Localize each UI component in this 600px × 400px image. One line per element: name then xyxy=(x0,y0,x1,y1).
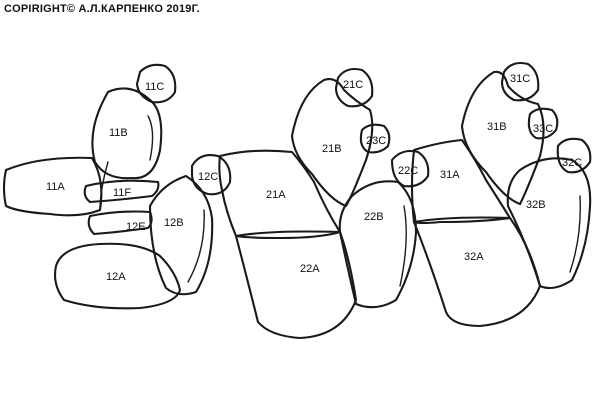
headrest-31c xyxy=(500,61,540,102)
label-33c: 33C xyxy=(533,123,553,135)
label-11f: 11F xyxy=(113,187,131,199)
label-21a: 21A xyxy=(266,189,286,201)
backrest-21b xyxy=(290,78,374,208)
copyright-notice: COPIRIGHT© А.Л.КАРПЕНКО 2019Г. xyxy=(4,3,200,15)
label-22b: 22B xyxy=(364,211,384,223)
cushion-21a xyxy=(218,149,342,240)
headrest-33c xyxy=(527,107,559,140)
label-22a: 22A xyxy=(300,263,320,275)
headrest-23c xyxy=(359,123,391,154)
backrest-32b xyxy=(506,157,592,290)
cushion-12a xyxy=(53,242,182,310)
headrest-32c xyxy=(556,137,592,174)
label-31c: 31C xyxy=(510,73,530,85)
label-31b: 31B xyxy=(487,121,507,133)
backrest-31b xyxy=(460,70,545,206)
label-32a: 32A xyxy=(464,251,484,263)
cushion-22a xyxy=(234,230,358,340)
label-21c: 21C xyxy=(343,79,363,91)
backrest-22b xyxy=(338,180,418,309)
headrest-21c xyxy=(334,67,374,108)
label-23c: 23C xyxy=(366,135,386,147)
label-22c: 22C xyxy=(398,165,418,177)
label-12e: 12E xyxy=(126,221,146,233)
label-31a: 31A xyxy=(440,169,460,181)
headrest-11c xyxy=(135,63,177,104)
headrest-12c xyxy=(190,154,232,196)
cushion-31a xyxy=(410,138,512,225)
backrest-12b xyxy=(148,174,214,296)
label-21b: 21B xyxy=(322,143,342,155)
label-11b: 11B xyxy=(109,127,128,139)
strap-11f xyxy=(83,179,160,204)
back-panel-11 xyxy=(2,156,103,217)
strap-12e xyxy=(87,210,153,236)
label-11a: 11A xyxy=(46,181,65,193)
label-12b: 12B xyxy=(164,217,184,229)
label-12a: 12A xyxy=(106,271,126,283)
cushion-32a xyxy=(412,216,542,328)
label-32c: 32C xyxy=(562,157,582,169)
label-11c: 11C xyxy=(145,81,164,93)
backrest-11b xyxy=(91,87,163,180)
label-12c: 12C xyxy=(198,171,218,183)
label-32b: 32B xyxy=(526,199,546,211)
